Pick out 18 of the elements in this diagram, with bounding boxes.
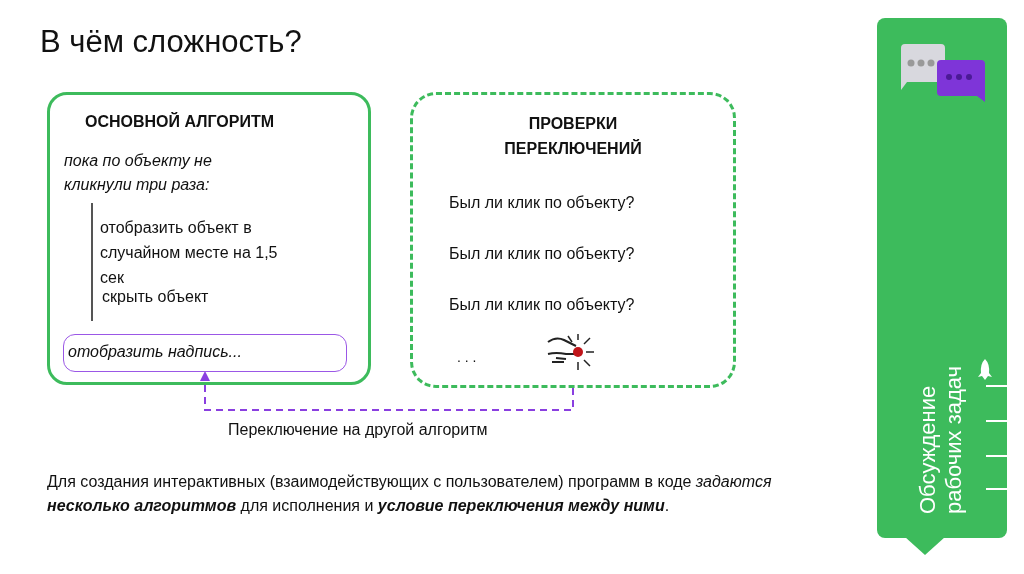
description-text: Для создания интерактивных (взаимодействующих с пользователем) программ в коде задаются несколько алгоритмов для исполнения и условие переключения между ними.: [47, 472, 773, 516]
panel-heading: ПРОВЕРКИ ПЕРЕКЛЮЧЕНИЙ: [503, 114, 643, 159]
loop-condition: пока по объекту не кликнули три раза:: [64, 151, 213, 195]
action-text: отобразить надпись...: [68, 343, 242, 361]
loop-step: скрыть объект: [102, 288, 209, 306]
check-question: Был ли клик по объекту?: [449, 194, 635, 212]
panel-heading: ОСНОВНОЙ АЛГОРИТМ: [85, 113, 275, 131]
side-banner: [877, 18, 1007, 538]
check-question: Был ли клик по объекту?: [449, 296, 635, 314]
banner-title: Обсуждение рабочих задач: [915, 364, 967, 514]
check-question: Был ли клик по объекту?: [449, 245, 635, 263]
action-box: [63, 334, 347, 372]
slide-title: В чём сложность?: [40, 24, 302, 60]
checks-panel: [410, 92, 736, 388]
ellipsis: . . .: [457, 349, 477, 365]
edge-label: Переключение на другой алгоритм: [228, 421, 488, 439]
arrow: [200, 371, 574, 411]
algorithm-panel: [47, 92, 371, 385]
